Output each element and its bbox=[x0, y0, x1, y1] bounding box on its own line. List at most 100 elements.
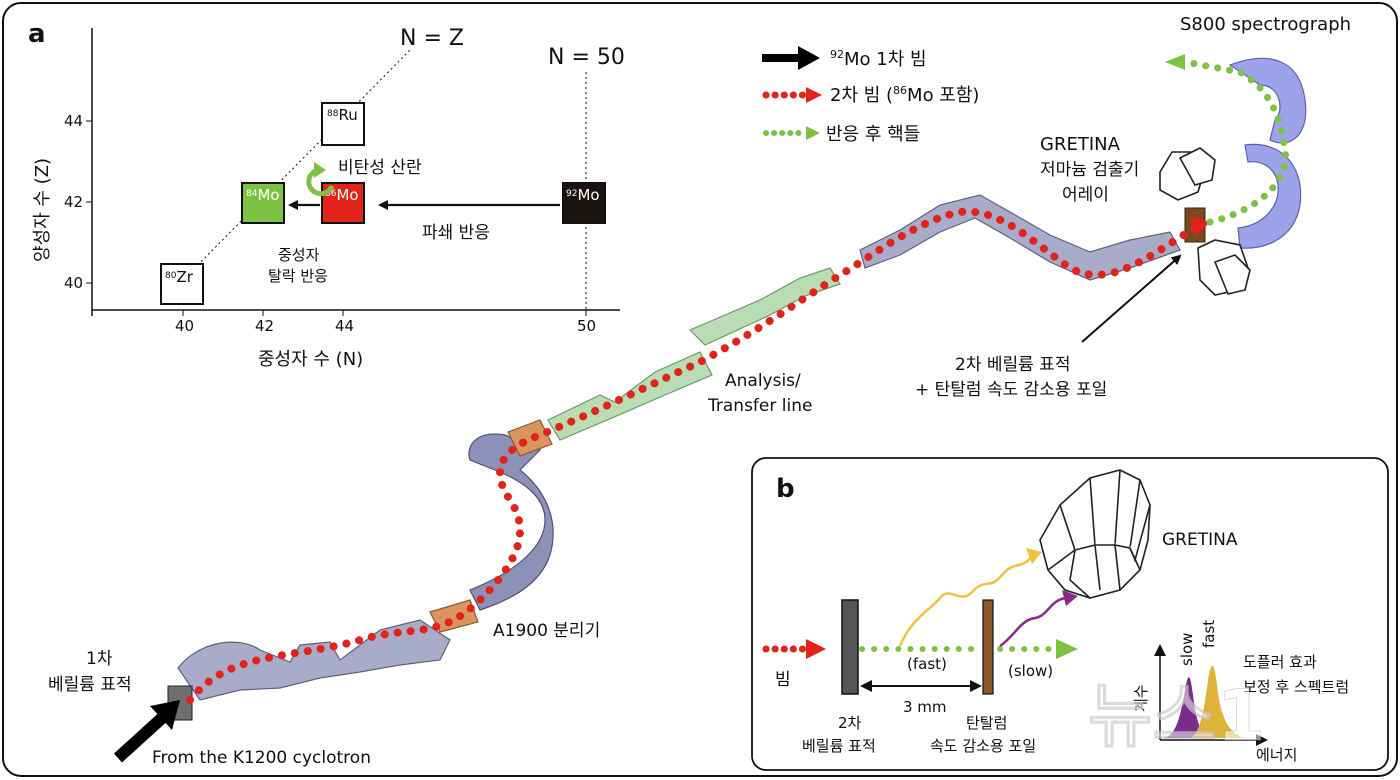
s800-dipole-1 bbox=[1228, 57, 1307, 144]
n-50-label: N = 50 bbox=[548, 45, 625, 70]
spectrum-x-arrowhead bbox=[1256, 734, 1268, 746]
isotope-label-86mo: 86Mo bbox=[325, 186, 359, 204]
gamma-ray-fast bbox=[898, 555, 1034, 647]
cyclotron-beam-arrow bbox=[113, 713, 167, 763]
fast-peak-label: fast bbox=[1200, 620, 1218, 648]
beryllium-target-b bbox=[841, 599, 859, 695]
slow-peak bbox=[1165, 677, 1210, 738]
legend-secondary-beam-label: 2차 빔 (86Mo 포함) bbox=[830, 84, 979, 106]
panel-b-letter: b bbox=[776, 474, 795, 504]
gretina-b-label: GRETINA bbox=[1162, 530, 1238, 550]
foil-b-label-line1: 탄탈럼 bbox=[966, 714, 1007, 732]
y-axis-title: 양성자 수 (Z) bbox=[32, 158, 53, 262]
panel-a-letter: a bbox=[28, 19, 46, 49]
secondary-beam-path bbox=[186, 207, 1204, 704]
x-axis-title: 중성자 수 (N) bbox=[258, 349, 363, 370]
legend-primary-beam-label: 92Mo 1차 빔 bbox=[830, 48, 927, 70]
inelastic-loop-icon bbox=[306, 167, 335, 197]
gretina-facet bbox=[1094, 544, 1101, 591]
gamma-ray-slow-arrowhead bbox=[1062, 590, 1078, 606]
cyclotron-label: From the K1200 cyclotron bbox=[152, 748, 371, 768]
legend-reaction-arrowhead bbox=[806, 126, 820, 140]
distance-arrow-right bbox=[970, 680, 982, 692]
spectrum-x-label: 에너지 bbox=[1256, 746, 1297, 764]
y-tick-label: 44 bbox=[64, 112, 83, 130]
gretina-label-title: GRETINA bbox=[1040, 134, 1121, 155]
inelastic-loop-arrowhead bbox=[314, 162, 326, 178]
analysis-label-line1: Analysis/ bbox=[725, 371, 801, 391]
gretina-facet bbox=[1129, 547, 1141, 571]
n-equals-z-label: N = Z bbox=[400, 26, 464, 51]
tantalum-foil-b bbox=[982, 599, 994, 695]
gretina-label-line2: 저마늄 검출기 bbox=[1040, 160, 1139, 180]
distance-arrow-left bbox=[860, 680, 872, 692]
isotope-label-80zr: 80Zr bbox=[165, 268, 194, 286]
spectrum-y-label: 계수 bbox=[1132, 684, 1150, 712]
secondary-beam-arrowhead bbox=[1190, 216, 1210, 236]
y-tick-label: 40 bbox=[64, 274, 83, 292]
spectrum-desc-line1: 도플러 효과 bbox=[1243, 653, 1317, 671]
gretina-module bbox=[1213, 254, 1251, 295]
gretina-facet bbox=[1114, 544, 1121, 591]
panel-b-frame bbox=[751, 457, 1389, 771]
isotope-label-92mo: 92Mo bbox=[566, 186, 600, 204]
analysis-label-line2: Transfer line bbox=[707, 396, 812, 416]
spectrum-y-arrowhead bbox=[1154, 644, 1166, 656]
news1-watermark: 뉴스1 bbox=[1088, 675, 1266, 757]
target-pointer-arrow bbox=[1081, 254, 1182, 343]
target2-label-line1: 2차 베릴륨 표적 bbox=[955, 355, 1070, 375]
fragmentation-label: 파쇄 반응 bbox=[422, 223, 490, 243]
fast-peak bbox=[1190, 665, 1245, 738]
slow-label: (slow) bbox=[1008, 662, 1053, 680]
isotope-box-80zr bbox=[160, 263, 204, 305]
a1900-magnets bbox=[177, 619, 451, 701]
gamma-ray-slow bbox=[999, 596, 1067, 648]
knockout-label-line2: 탈락 반응 bbox=[268, 267, 328, 285]
target1-label-line2: 베릴륨 표적 bbox=[48, 675, 132, 695]
fast-label: (fast) bbox=[907, 655, 947, 673]
reaction-products-path bbox=[1181, 58, 1290, 226]
legend-secondary-beam-arrowhead bbox=[806, 87, 822, 103]
isotope-box-84mo bbox=[241, 182, 285, 224]
analysis-magnets-2 bbox=[688, 267, 841, 346]
gretina-detector-b bbox=[1039, 469, 1151, 599]
gretina-detector-a bbox=[1159, 147, 1251, 296]
gamma-ray-fast-arrowhead bbox=[1026, 548, 1042, 564]
a1900-label: A1900 분리기 bbox=[493, 621, 600, 641]
legend-primary-beam-arrowhead bbox=[798, 46, 820, 70]
distance-label: 3 mm bbox=[903, 698, 947, 716]
beam-label: 빔 bbox=[775, 670, 791, 690]
orange-magnet-2 bbox=[507, 419, 553, 457]
gretina-label-line3: 어레이 bbox=[1062, 185, 1109, 205]
gretina-module bbox=[1178, 147, 1216, 186]
s800-label: S800 spectrograph bbox=[1180, 14, 1351, 35]
isotope-label-84mo: 84Mo bbox=[246, 186, 280, 204]
foil-b-label-line2: 속도 감소용 포일 bbox=[930, 737, 1036, 755]
isotope-box-88ru bbox=[321, 102, 365, 146]
x-tick-label: 42 bbox=[255, 317, 274, 335]
spectrum-desc-line2: 보정 후 스펙트럼 bbox=[1243, 678, 1349, 696]
beamline-apparatus bbox=[167, 57, 1307, 721]
x-tick-label: 50 bbox=[577, 317, 596, 335]
target1-label-line1: 1차 bbox=[86, 649, 113, 669]
reaction-products-arrowhead bbox=[1165, 54, 1185, 70]
y-tick-label: 42 bbox=[64, 193, 83, 211]
isotope-box-92mo bbox=[562, 182, 606, 224]
target-b-label-line1: 2차 bbox=[838, 714, 862, 732]
x-tick-label: 44 bbox=[335, 317, 354, 335]
target2-label-line2: + 탄탈럼 속도 감소용 포일 bbox=[915, 380, 1107, 400]
knockout-label-line1: 중성자 bbox=[278, 246, 320, 264]
x-tick-label: 40 bbox=[175, 317, 194, 335]
cyclotron-beam-arrowhead bbox=[150, 700, 180, 730]
beam-in-arrowhead bbox=[806, 639, 826, 659]
doppler-spectrum: slow fast 계수 에너지 도플러 효과 보정 후 스펙트럼 bbox=[1132, 620, 1349, 764]
slow-products-arrowhead bbox=[1056, 639, 1078, 659]
legend-reaction-label: 반응 후 핵들 bbox=[826, 124, 920, 145]
inelastic-label: 비탄성 산란 bbox=[338, 158, 422, 178]
legend: 92Mo 1차 빔 2차 빔 (86Mo 포함) 반응 후 핵들 bbox=[762, 46, 979, 145]
isotope-label-88ru: 88Ru bbox=[327, 106, 358, 124]
gretina-facet bbox=[1069, 549, 1091, 599]
nuclide-chart: 44 42 40 40 42 44 50 중성자 수 (N) 양성자 수 (Z)… bbox=[32, 26, 625, 370]
target-b-label-line2: 베릴륨 표적 bbox=[802, 737, 876, 755]
